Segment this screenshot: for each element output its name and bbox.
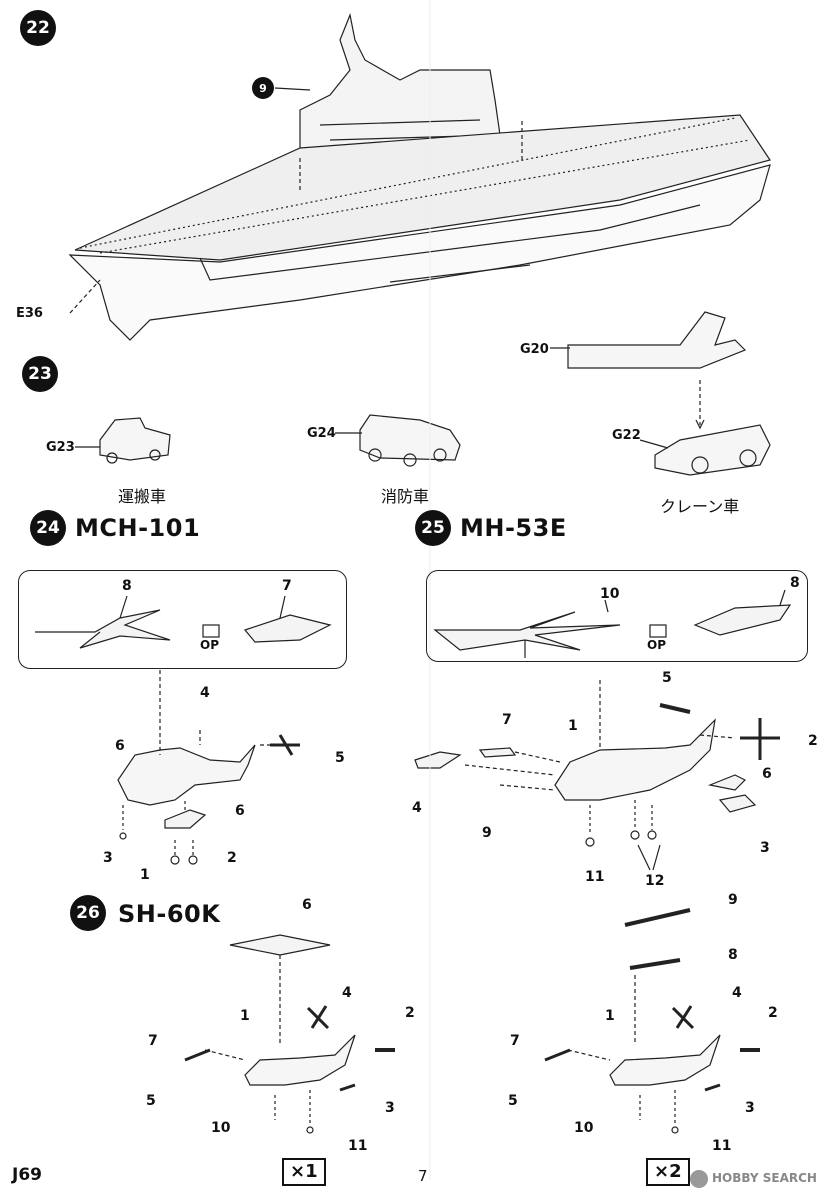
step-number-26: 26 bbox=[70, 895, 106, 931]
callout-24-7: 7 bbox=[282, 578, 292, 594]
callout-25-7: 7 bbox=[502, 712, 512, 728]
quantity-right: ×2 bbox=[646, 1158, 690, 1186]
step-number-25: 25 bbox=[415, 510, 451, 546]
callout-26r-8: 8 bbox=[728, 947, 738, 963]
part-label-g24: G24 bbox=[307, 426, 336, 441]
page-number: 7 bbox=[418, 1167, 428, 1185]
callout-26l-4: 4 bbox=[342, 985, 352, 1001]
caption-fire-truck: 消防車 bbox=[381, 487, 430, 506]
callout-26r-11: 11 bbox=[712, 1138, 732, 1154]
callout-25-3: 3 bbox=[760, 840, 770, 856]
step-title-25: MH-53E bbox=[460, 514, 567, 542]
callout-25-9: 9 bbox=[482, 825, 492, 841]
op-label-25: OP bbox=[647, 638, 666, 652]
caption-crane-truck: クレーン車 bbox=[660, 497, 740, 516]
op-label-24: OP bbox=[200, 638, 219, 652]
callout-26l-11: 11 bbox=[348, 1138, 368, 1154]
callout-24-8: 8 bbox=[122, 578, 132, 594]
callout-26r-3: 3 bbox=[745, 1100, 755, 1116]
callout-25-5: 5 bbox=[662, 670, 672, 686]
callout-24-6b: 6 bbox=[235, 803, 245, 819]
callout-26r-4: 4 bbox=[732, 985, 742, 1001]
callout-26l-3: 3 bbox=[385, 1100, 395, 1116]
step-number-23: 23 bbox=[22, 356, 58, 392]
callout-24-1: 1 bbox=[140, 867, 150, 883]
part-label-g22: G22 bbox=[612, 428, 641, 443]
callout-26l-6: 6 bbox=[302, 897, 312, 913]
callout-26l-7: 7 bbox=[148, 1033, 158, 1049]
step-number-24: 24 bbox=[30, 510, 66, 546]
callout-24-5: 5 bbox=[335, 750, 345, 766]
optional-parts-box-25 bbox=[426, 570, 808, 662]
callout-25-12: 12 bbox=[645, 873, 665, 889]
callout-25-11: 11 bbox=[585, 869, 605, 885]
op-icon-25 bbox=[649, 624, 667, 638]
callout-26r-1: 1 bbox=[605, 1008, 615, 1024]
callout-26r-2: 2 bbox=[768, 1005, 778, 1021]
callout-26r-10: 10 bbox=[574, 1120, 594, 1136]
callout-26r-9: 9 bbox=[728, 892, 738, 908]
watermark: HOBBY SEARCH bbox=[712, 1171, 817, 1185]
step-title-26: SH-60K bbox=[118, 900, 221, 928]
page-code: J69 bbox=[12, 1165, 42, 1185]
callout-26l-10: 10 bbox=[211, 1120, 231, 1136]
optional-parts-box-24 bbox=[18, 570, 347, 669]
callout-25-8: 8 bbox=[790, 575, 800, 591]
callout-24-3: 3 bbox=[103, 850, 113, 866]
sh60k-drawings bbox=[184, 908, 760, 1134]
callout-25-10: 10 bbox=[600, 586, 620, 602]
callout-25-6: 6 bbox=[762, 766, 772, 782]
part-badge-9: 9 bbox=[252, 77, 274, 99]
callout-26l-5: 5 bbox=[146, 1093, 156, 1109]
caption-cart: 運搬車 bbox=[118, 487, 167, 506]
part-label-e36: E36 bbox=[16, 306, 43, 321]
ship-drawing bbox=[68, 12, 771, 341]
callout-24-4: 4 bbox=[200, 685, 210, 701]
mh53e-drawing bbox=[414, 589, 792, 871]
step-number-22: 22 bbox=[20, 10, 56, 46]
callout-25-4: 4 bbox=[412, 800, 422, 816]
callout-25-2: 2 bbox=[808, 733, 818, 749]
mch101-drawing bbox=[35, 595, 332, 865]
callout-26r-7: 7 bbox=[510, 1033, 520, 1049]
callout-24-6a: 6 bbox=[115, 738, 125, 754]
vehicle-drawings bbox=[75, 311, 771, 476]
callout-26r-5: 5 bbox=[508, 1093, 518, 1109]
quantity-left: ×1 bbox=[282, 1158, 326, 1186]
callout-25-1: 1 bbox=[568, 718, 578, 734]
hobby-search-logo-icon bbox=[690, 1170, 708, 1188]
op-icon-24 bbox=[202, 624, 220, 638]
callout-26l-1: 1 bbox=[240, 1008, 250, 1024]
step-title-24: MCH-101 bbox=[75, 514, 201, 542]
callout-24-2: 2 bbox=[227, 850, 237, 866]
part-label-g23: G23 bbox=[46, 440, 75, 455]
callout-26l-2: 2 bbox=[405, 1005, 415, 1021]
part-label-g20: G20 bbox=[520, 342, 549, 357]
